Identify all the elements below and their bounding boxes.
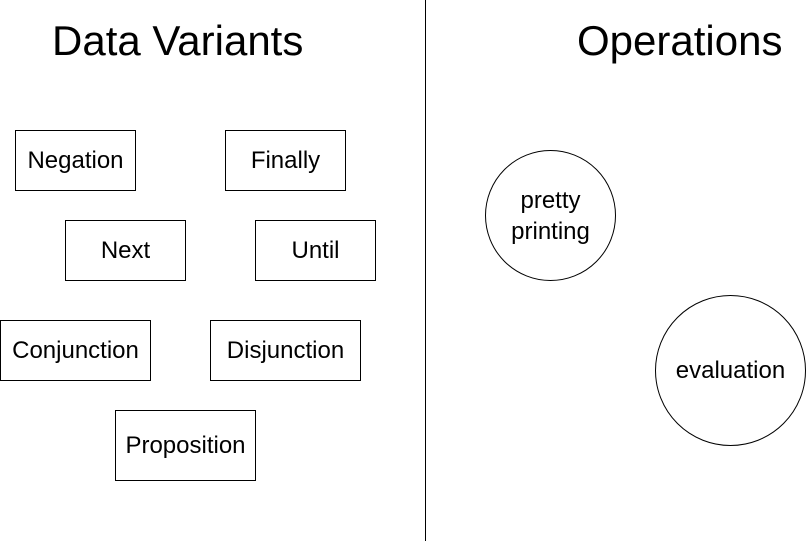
variant-box-until[interactable]: Until	[255, 220, 376, 281]
operation-circle-evaluation[interactable]: evaluation	[655, 295, 806, 446]
variant-box-negation[interactable]: Negation	[15, 130, 136, 191]
data-variants-heading: Data Variants	[52, 17, 304, 64]
variant-box-finally[interactable]: Finally	[225, 130, 346, 191]
variant-box-proposition[interactable]: Proposition	[115, 410, 256, 481]
variant-box-conjunction[interactable]: Conjunction	[0, 320, 151, 381]
operation-label-printing: printing	[511, 217, 590, 245]
operation-label-evaluation: evaluation	[675, 357, 786, 384]
operations-heading: Operations	[577, 17, 783, 64]
operation-label-pretty: pretty	[520, 186, 581, 214]
variant-box-next[interactable]: Next	[65, 220, 186, 281]
operation-circle-pretty-printing[interactable]: pretty printing	[485, 150, 616, 281]
variant-box-disjunction[interactable]: Disjunction	[210, 320, 361, 381]
column-divider	[425, 0, 426, 541]
